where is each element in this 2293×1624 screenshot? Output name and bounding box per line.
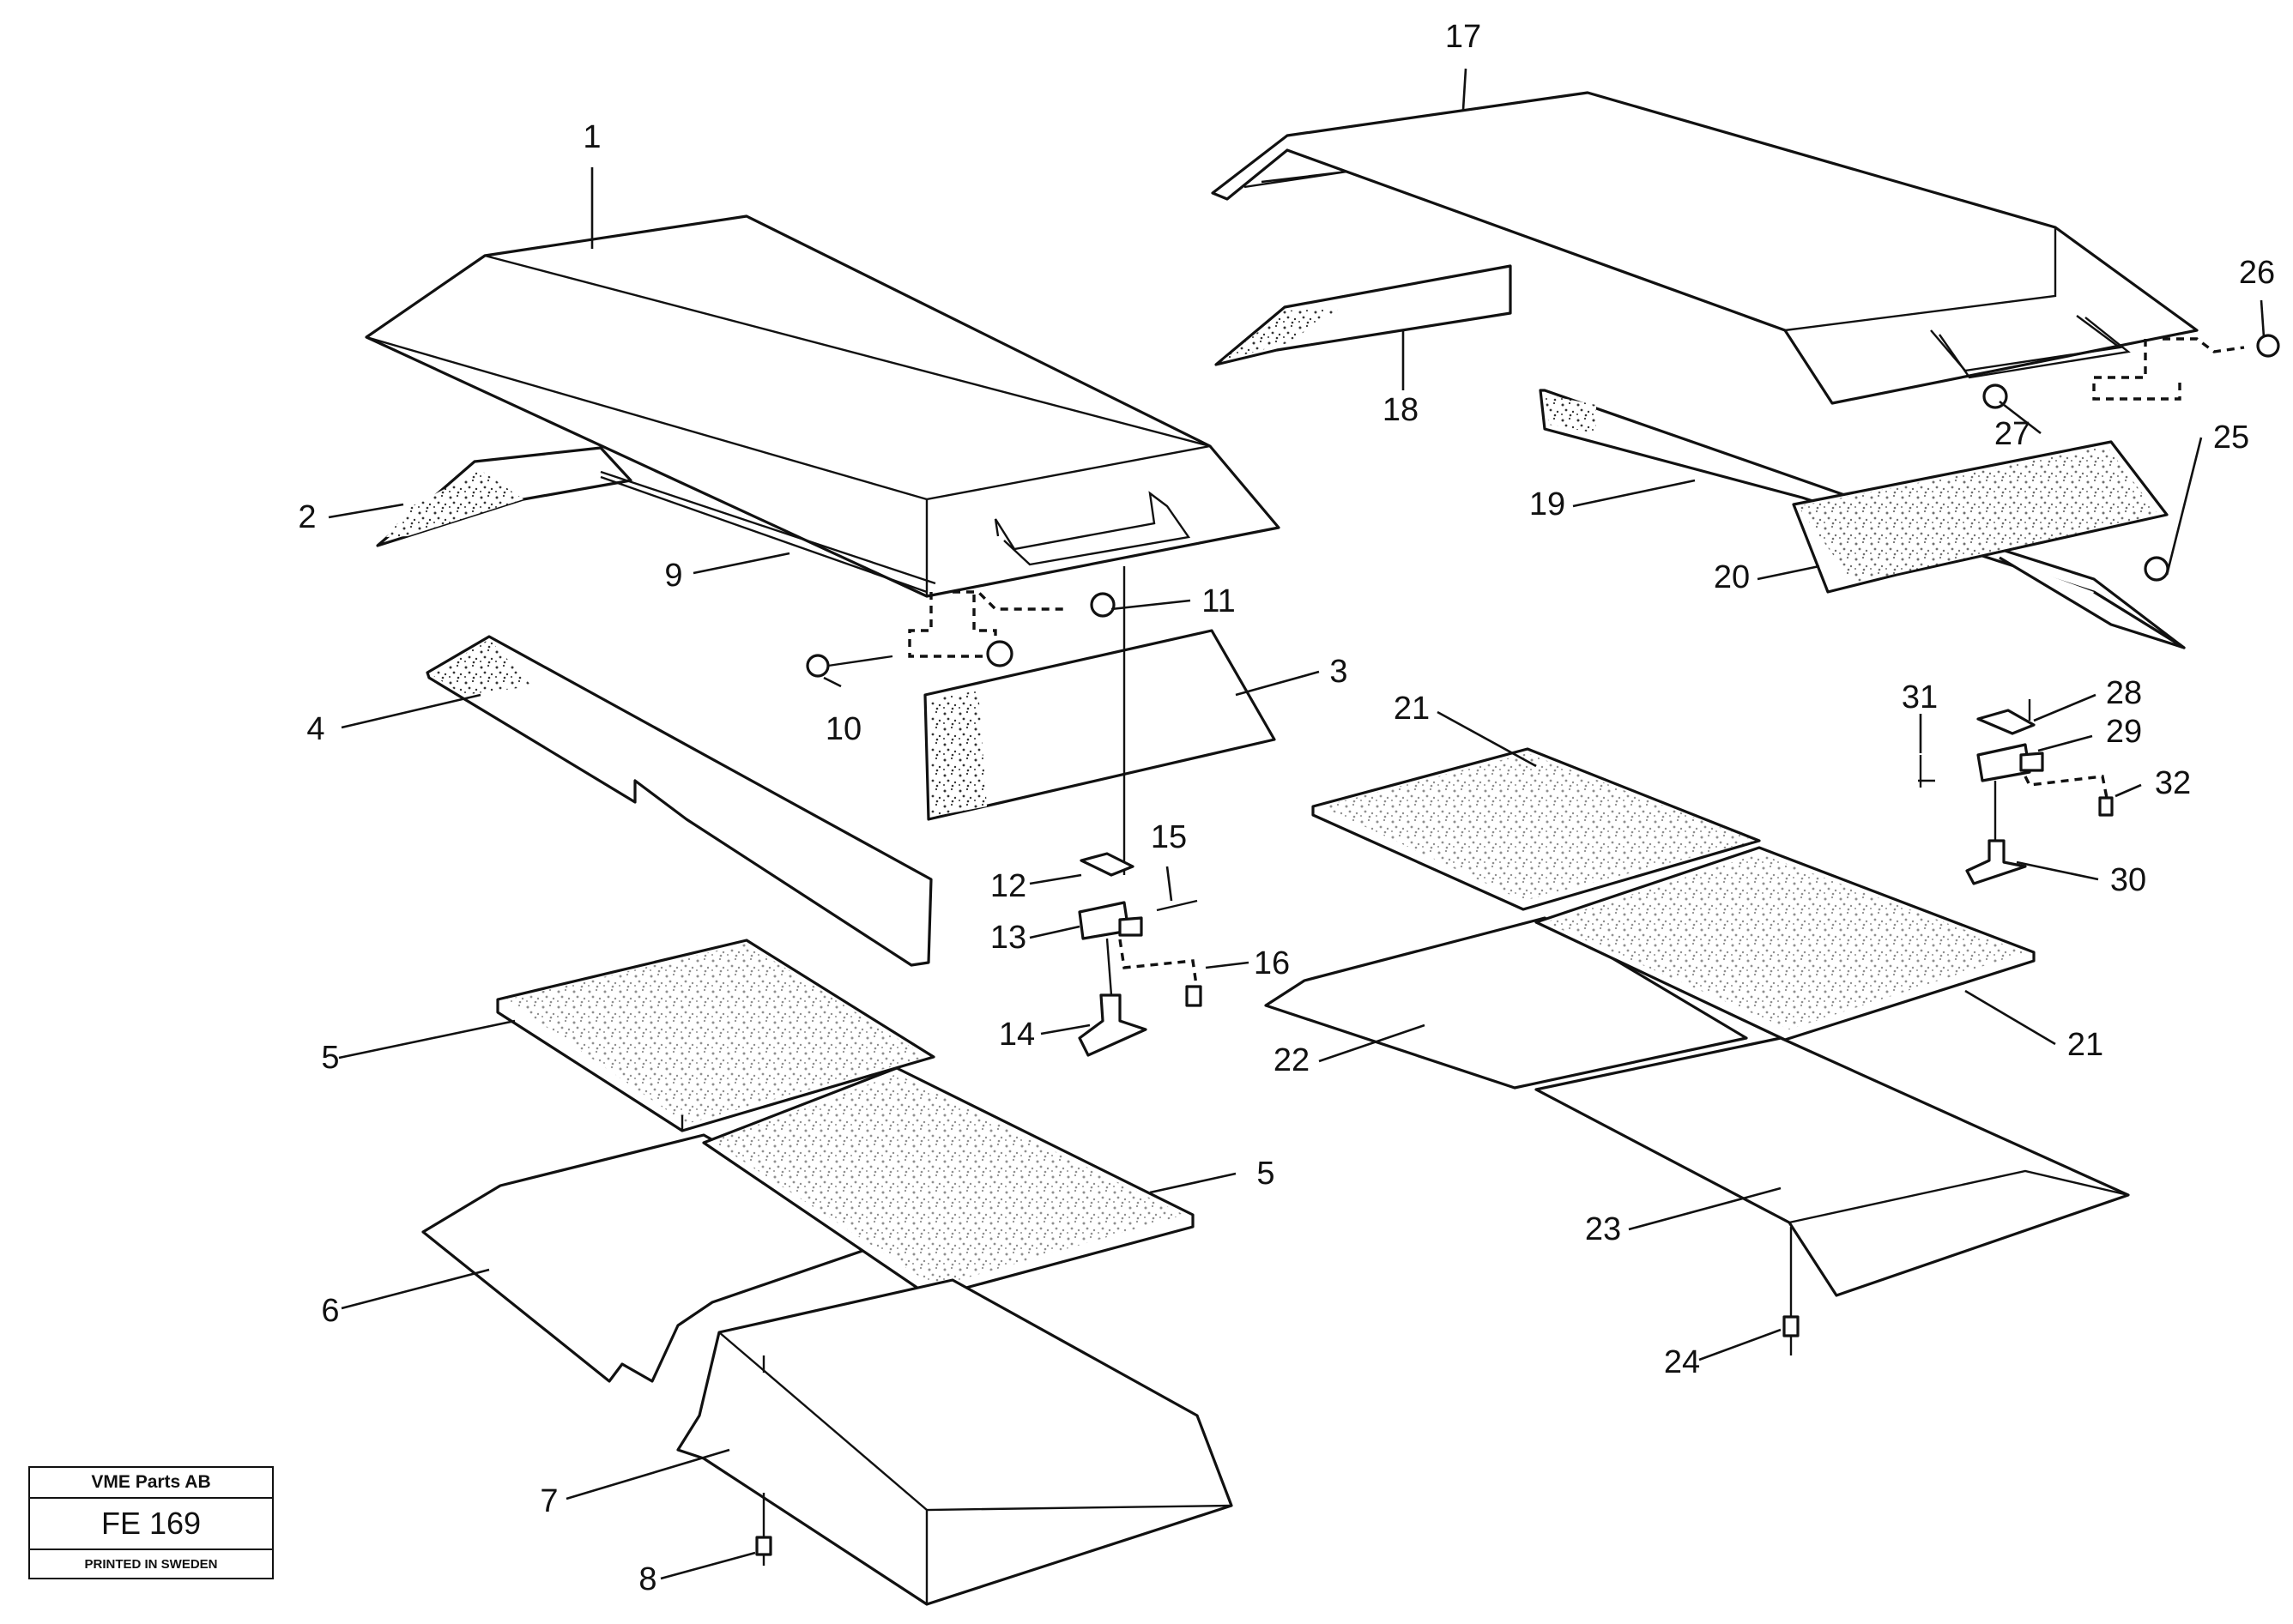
callout-21b: 21 <box>2067 1027 2103 1063</box>
part-21-pad-upper <box>1311 747 1761 911</box>
callout-27: 27 <box>1994 416 2030 452</box>
stamp-company: VME Parts AB <box>30 1468 272 1499</box>
callout-7: 7 <box>540 1483 558 1519</box>
callout-11: 11 <box>1201 583 1235 619</box>
callout-8: 8 <box>638 1561 656 1597</box>
part-8-bolt <box>755 1493 772 1566</box>
part-21-pad-lower <box>1534 846 2036 1041</box>
callout-16: 16 <box>1254 945 1290 981</box>
callout-3: 3 <box>1329 654 1347 690</box>
callout-32: 32 <box>2155 765 2191 801</box>
callout-12: 12 <box>990 868 1026 904</box>
callout-5a: 5 <box>321 1040 339 1076</box>
callout-19: 19 <box>1529 486 1565 522</box>
part-17-hood <box>1211 91 2199 405</box>
callout-9: 9 <box>664 558 682 594</box>
part-6-bottom-plate <box>421 1133 894 1383</box>
callout-28: 28 <box>2106 675 2142 711</box>
callout-4: 4 <box>306 711 324 747</box>
callout-15: 15 <box>1151 819 1187 855</box>
callout-17: 17 <box>1445 19 1481 55</box>
callout-13: 13 <box>990 920 1026 956</box>
callout-26: 26 <box>2239 255 2275 291</box>
part-4-long-panel <box>426 635 933 967</box>
title-stamp: VME Parts AB FE 169 PRINTED IN SWEDEN <box>28 1466 274 1579</box>
part-20-panel <box>1792 440 2169 594</box>
part-10-11-hardware <box>806 590 1116 678</box>
callout-22: 22 <box>1274 1042 1310 1078</box>
stamp-code: FE 169 <box>30 1499 272 1550</box>
part-3-panel <box>923 629 1276 821</box>
callout-23: 23 <box>1585 1211 1621 1247</box>
callout-20: 20 <box>1714 559 1750 595</box>
part-5-pad-lower <box>702 1066 1195 1299</box>
callout-31: 31 <box>1902 679 1938 715</box>
callout-29: 29 <box>2106 714 2142 750</box>
part-22-plate <box>1264 916 1748 1090</box>
callout-24: 24 <box>1664 1344 1700 1380</box>
callout-1: 1 <box>583 119 601 155</box>
callout-5b: 5 <box>1256 1156 1274 1192</box>
part-18-strip <box>1214 264 1512 366</box>
part-9-rod <box>600 470 936 585</box>
callout-25: 25 <box>2213 420 2249 456</box>
part-12-16-latch <box>1078 566 1202 1057</box>
part-19-long-strip <box>1539 389 2186 649</box>
part-1-hood <box>365 214 1280 598</box>
part-7-lower-box <box>676 1278 1233 1606</box>
part-23-lower-plate <box>1534 1036 2130 1297</box>
part-24-bolt <box>1782 1227 1800 1355</box>
callout-18: 18 <box>1382 392 1419 428</box>
callout-2: 2 <box>298 499 316 535</box>
callout-30: 30 <box>2110 862 2146 898</box>
part-5-pad-upper <box>496 939 935 1132</box>
callout-labels: 1 2 3 4 5 5 6 7 8 9 10 11 12 13 14 15 16… <box>298 19 2275 1597</box>
callout-10: 10 <box>826 711 862 747</box>
stamp-note: PRINTED IN SWEDEN <box>84 1557 218 1572</box>
callout-21a: 21 <box>1394 691 1430 727</box>
callout-14: 14 <box>999 1017 1035 1053</box>
callout-6: 6 <box>321 1293 339 1329</box>
leader-lines <box>328 68 2266 1580</box>
part-28-32-latch <box>1918 699 2114 885</box>
part-2-side-strip <box>376 446 632 547</box>
